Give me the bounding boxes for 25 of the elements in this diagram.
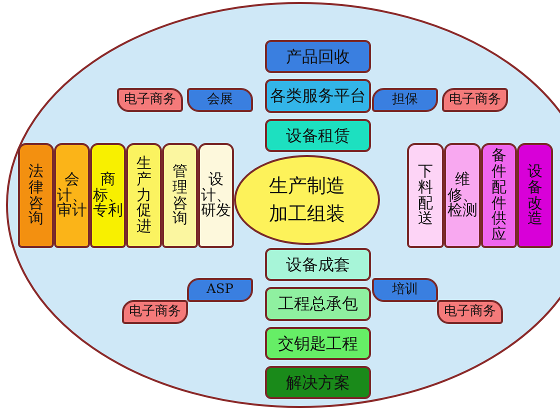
service-bar: 设备成套 [265,248,371,281]
service-column: 法律咨询 [18,143,54,248]
service-tab: 电子商务 [122,300,188,324]
service-column: 设计、研发 [198,143,234,248]
service-column: 下料配送 [407,143,444,248]
service-column: 设备改造 [517,143,553,248]
service-bar: 工程总承包 [265,287,371,321]
service-bar: 产品回收 [265,40,371,73]
service-column: 备件配件供应 [481,143,517,248]
service-column: 维修、检测 [444,143,481,248]
service-tab: 电子商务 [117,88,183,112]
service-bar: 交钥匙工程 [265,327,371,360]
service-tab: 担保 [372,88,438,112]
service-bar: 解决方案 [265,366,371,399]
service-column: 管理咨询 [162,143,198,248]
service-tab: 会展 [187,88,253,112]
service-column: 生产力促进 [126,143,162,248]
service-tab: ASP [187,278,253,302]
service-column: 商标、专利 [90,143,126,248]
service-column: 会计、审计 [54,143,90,248]
service-bar: 各类服务平台 [265,79,371,113]
service-tab: 电子商务 [442,88,508,112]
service-tab: 电子商务 [437,300,503,324]
service-bar: 设备租赁 [265,119,371,152]
service-tab: 培训 [372,278,438,302]
